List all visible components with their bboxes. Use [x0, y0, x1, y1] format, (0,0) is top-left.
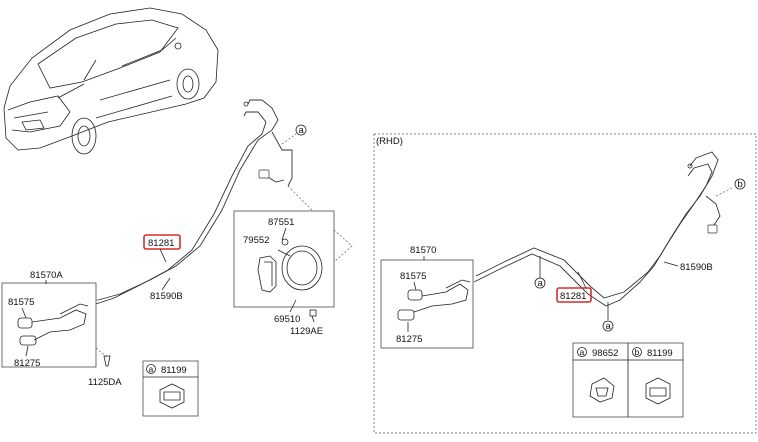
part-69510-label[interactable]: 69510 — [274, 314, 300, 325]
rhd-legend: a 98652 b 81199 — [572, 342, 684, 418]
part-1125DA-label[interactable]: 1125DA — [88, 377, 122, 388]
part-1125DA: 1125DA — [88, 347, 122, 388]
left-legend-letter: a — [149, 364, 154, 374]
rhd-part-81590B-label[interactable]: 81590B — [680, 262, 713, 273]
part-81575-left-label[interactable]: 81575 — [8, 297, 34, 308]
rhd-opener-box: 81570 81575 81275 — [380, 245, 474, 349]
rhd-part-81570-label[interactable]: 81570 — [410, 245, 436, 256]
left-legend: a 81199 — [142, 360, 199, 417]
left-cable-assembly — [80, 99, 313, 305]
rhd-section-label: (RHD) — [376, 136, 403, 147]
part-81570A-label[interactable]: 81570A — [30, 270, 63, 281]
rhd-legend-a-letter: a — [580, 347, 585, 357]
left-legend-part[interactable]: 81199 — [161, 365, 187, 376]
part-81281-left[interactable]: 81281 — [143, 234, 181, 263]
left-opener-box: 81570A 81575 81275 — [1, 270, 97, 369]
rhd-part-81275-label[interactable]: 81275 — [396, 334, 422, 345]
rhd-callout-a-low: a — [606, 321, 612, 332]
part-87551-label[interactable]: 87551 — [268, 217, 294, 228]
rhd-callout-b-top: b — [738, 179, 743, 190]
rhd-part-81575-label[interactable]: 81575 — [400, 271, 426, 282]
part-81590B-left-label[interactable]: 81590B — [150, 291, 183, 302]
rhd-legend-b-letter: b — [635, 347, 640, 357]
part-79552-label[interactable]: 79552 — [243, 235, 269, 246]
rhd-part-81281-label: 81281 — [560, 291, 586, 302]
part-1129AE-label[interactable]: 1129AE — [290, 326, 323, 337]
rhd-part-81281[interactable]: 81281 — [556, 271, 592, 303]
rhd-section: (RHD) b a a 81590B 81281 81570 81 — [373, 133, 757, 434]
part-81275-left-label[interactable]: 81275 — [14, 358, 40, 369]
callout-a-left: a — [295, 124, 307, 136]
callout-a-left-letter: a — [299, 125, 305, 136]
car-illustration — [3, 7, 219, 155]
rhd-callout-a-mid: a — [538, 278, 544, 289]
rhd-legend-b-part[interactable]: 81199 — [647, 348, 673, 359]
fuel-door-box: 87551 79552 69510 1129AE — [233, 210, 353, 337]
part-81281-left-label: 81281 — [148, 238, 174, 249]
rhd-legend-a-part[interactable]: 98652 — [592, 348, 618, 359]
